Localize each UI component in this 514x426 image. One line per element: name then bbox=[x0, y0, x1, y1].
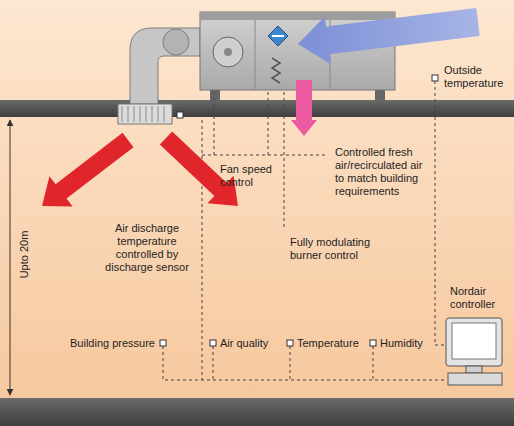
control-label: Controlled fresh air/recirculated air to… bbox=[335, 146, 430, 198]
humidity-sensor bbox=[370, 340, 376, 346]
control-wiring bbox=[163, 81, 445, 380]
duct-flange bbox=[163, 29, 189, 55]
controller-base bbox=[448, 373, 502, 385]
diffuser bbox=[118, 104, 172, 124]
outside-sensor bbox=[432, 75, 438, 81]
diffuser-slats bbox=[122, 106, 164, 122]
sensor-bus bbox=[163, 346, 445, 380]
damper bbox=[268, 26, 288, 46]
warm-air-arrow bbox=[42, 133, 133, 207]
diffuser-slat bbox=[146, 106, 147, 122]
diffuser-slat bbox=[158, 106, 159, 122]
temperature-sensor bbox=[287, 340, 293, 346]
diffuser-slat bbox=[140, 106, 141, 122]
sensor-label: Humidity bbox=[380, 337, 432, 350]
controller-label: Nordair controller bbox=[450, 285, 510, 311]
pressure-sensor bbox=[160, 340, 166, 346]
air-quality-sensor bbox=[210, 340, 216, 346]
diffuser-slat bbox=[128, 106, 129, 122]
diffuser-slat bbox=[122, 106, 123, 122]
panel-line bbox=[255, 20, 256, 90]
diffuser-slat bbox=[164, 106, 165, 122]
sensor-wire bbox=[213, 346, 214, 380]
control-label: Fan speed control bbox=[220, 163, 282, 189]
burner-wire bbox=[284, 92, 285, 230]
damper-blade bbox=[272, 35, 284, 37]
burner bbox=[272, 58, 280, 83]
fan-hub bbox=[224, 48, 232, 56]
controller-monitor bbox=[446, 318, 502, 366]
unit-leg bbox=[375, 90, 385, 100]
sensor-label: Outside temperature bbox=[444, 64, 510, 90]
control-label: Air discharge temperature controlled by … bbox=[92, 222, 202, 274]
sensor-label: Temperature bbox=[297, 337, 367, 350]
recirculated-air-arrow bbox=[291, 80, 317, 136]
sensor-label: Building pressure bbox=[55, 337, 155, 350]
outside-sensor-wire bbox=[435, 81, 445, 345]
sensor-wire bbox=[290, 346, 291, 380]
fan bbox=[213, 37, 243, 67]
sensor-wire bbox=[373, 346, 374, 380]
sensor-label: Air quality bbox=[220, 337, 282, 350]
fan-speed-wire bbox=[214, 92, 215, 155]
control-label: Fully modulating burner control bbox=[290, 236, 390, 262]
fresh-air-arrow bbox=[298, 8, 480, 64]
ceiling bbox=[0, 100, 514, 117]
floor bbox=[0, 398, 514, 426]
dimension-label: Upto 20m bbox=[18, 223, 31, 287]
diffuser-slat bbox=[152, 106, 153, 122]
air-arrows bbox=[42, 8, 480, 206]
unit-leg bbox=[210, 90, 220, 100]
controller-screen bbox=[452, 323, 496, 359]
unit-top bbox=[200, 12, 395, 20]
damper-wire bbox=[268, 92, 269, 155]
controller-stand bbox=[466, 366, 482, 373]
diffuser-slat bbox=[134, 106, 135, 122]
sensors bbox=[160, 75, 438, 346]
height-dimension bbox=[10, 120, 11, 395]
control-wire bbox=[202, 155, 328, 156]
discharge-sensor bbox=[177, 112, 183, 118]
duct bbox=[130, 28, 200, 104]
